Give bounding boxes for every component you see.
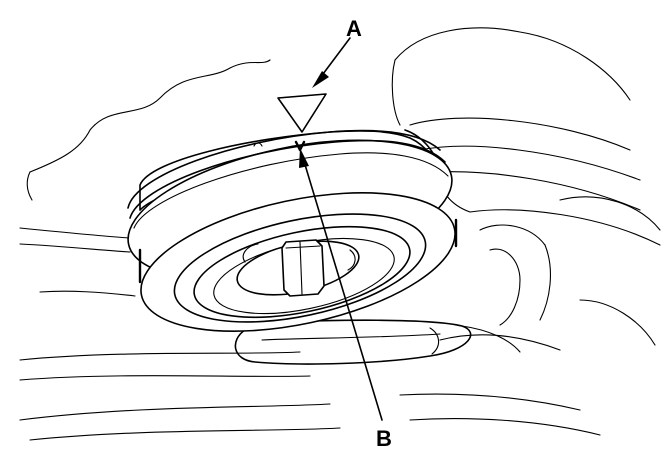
callout-b-label: B	[376, 426, 392, 451]
callout-a-leader	[312, 37, 351, 88]
pointer-triangle	[277, 93, 327, 133]
callout-b-leader	[299, 148, 383, 421]
frame-lines	[19, 334, 601, 441]
pulley-bolt	[281, 239, 325, 297]
callout-a-label: A	[346, 16, 362, 41]
engine-block-outline	[19, 27, 661, 346]
crankshaft-pulley	[127, 129, 458, 332]
